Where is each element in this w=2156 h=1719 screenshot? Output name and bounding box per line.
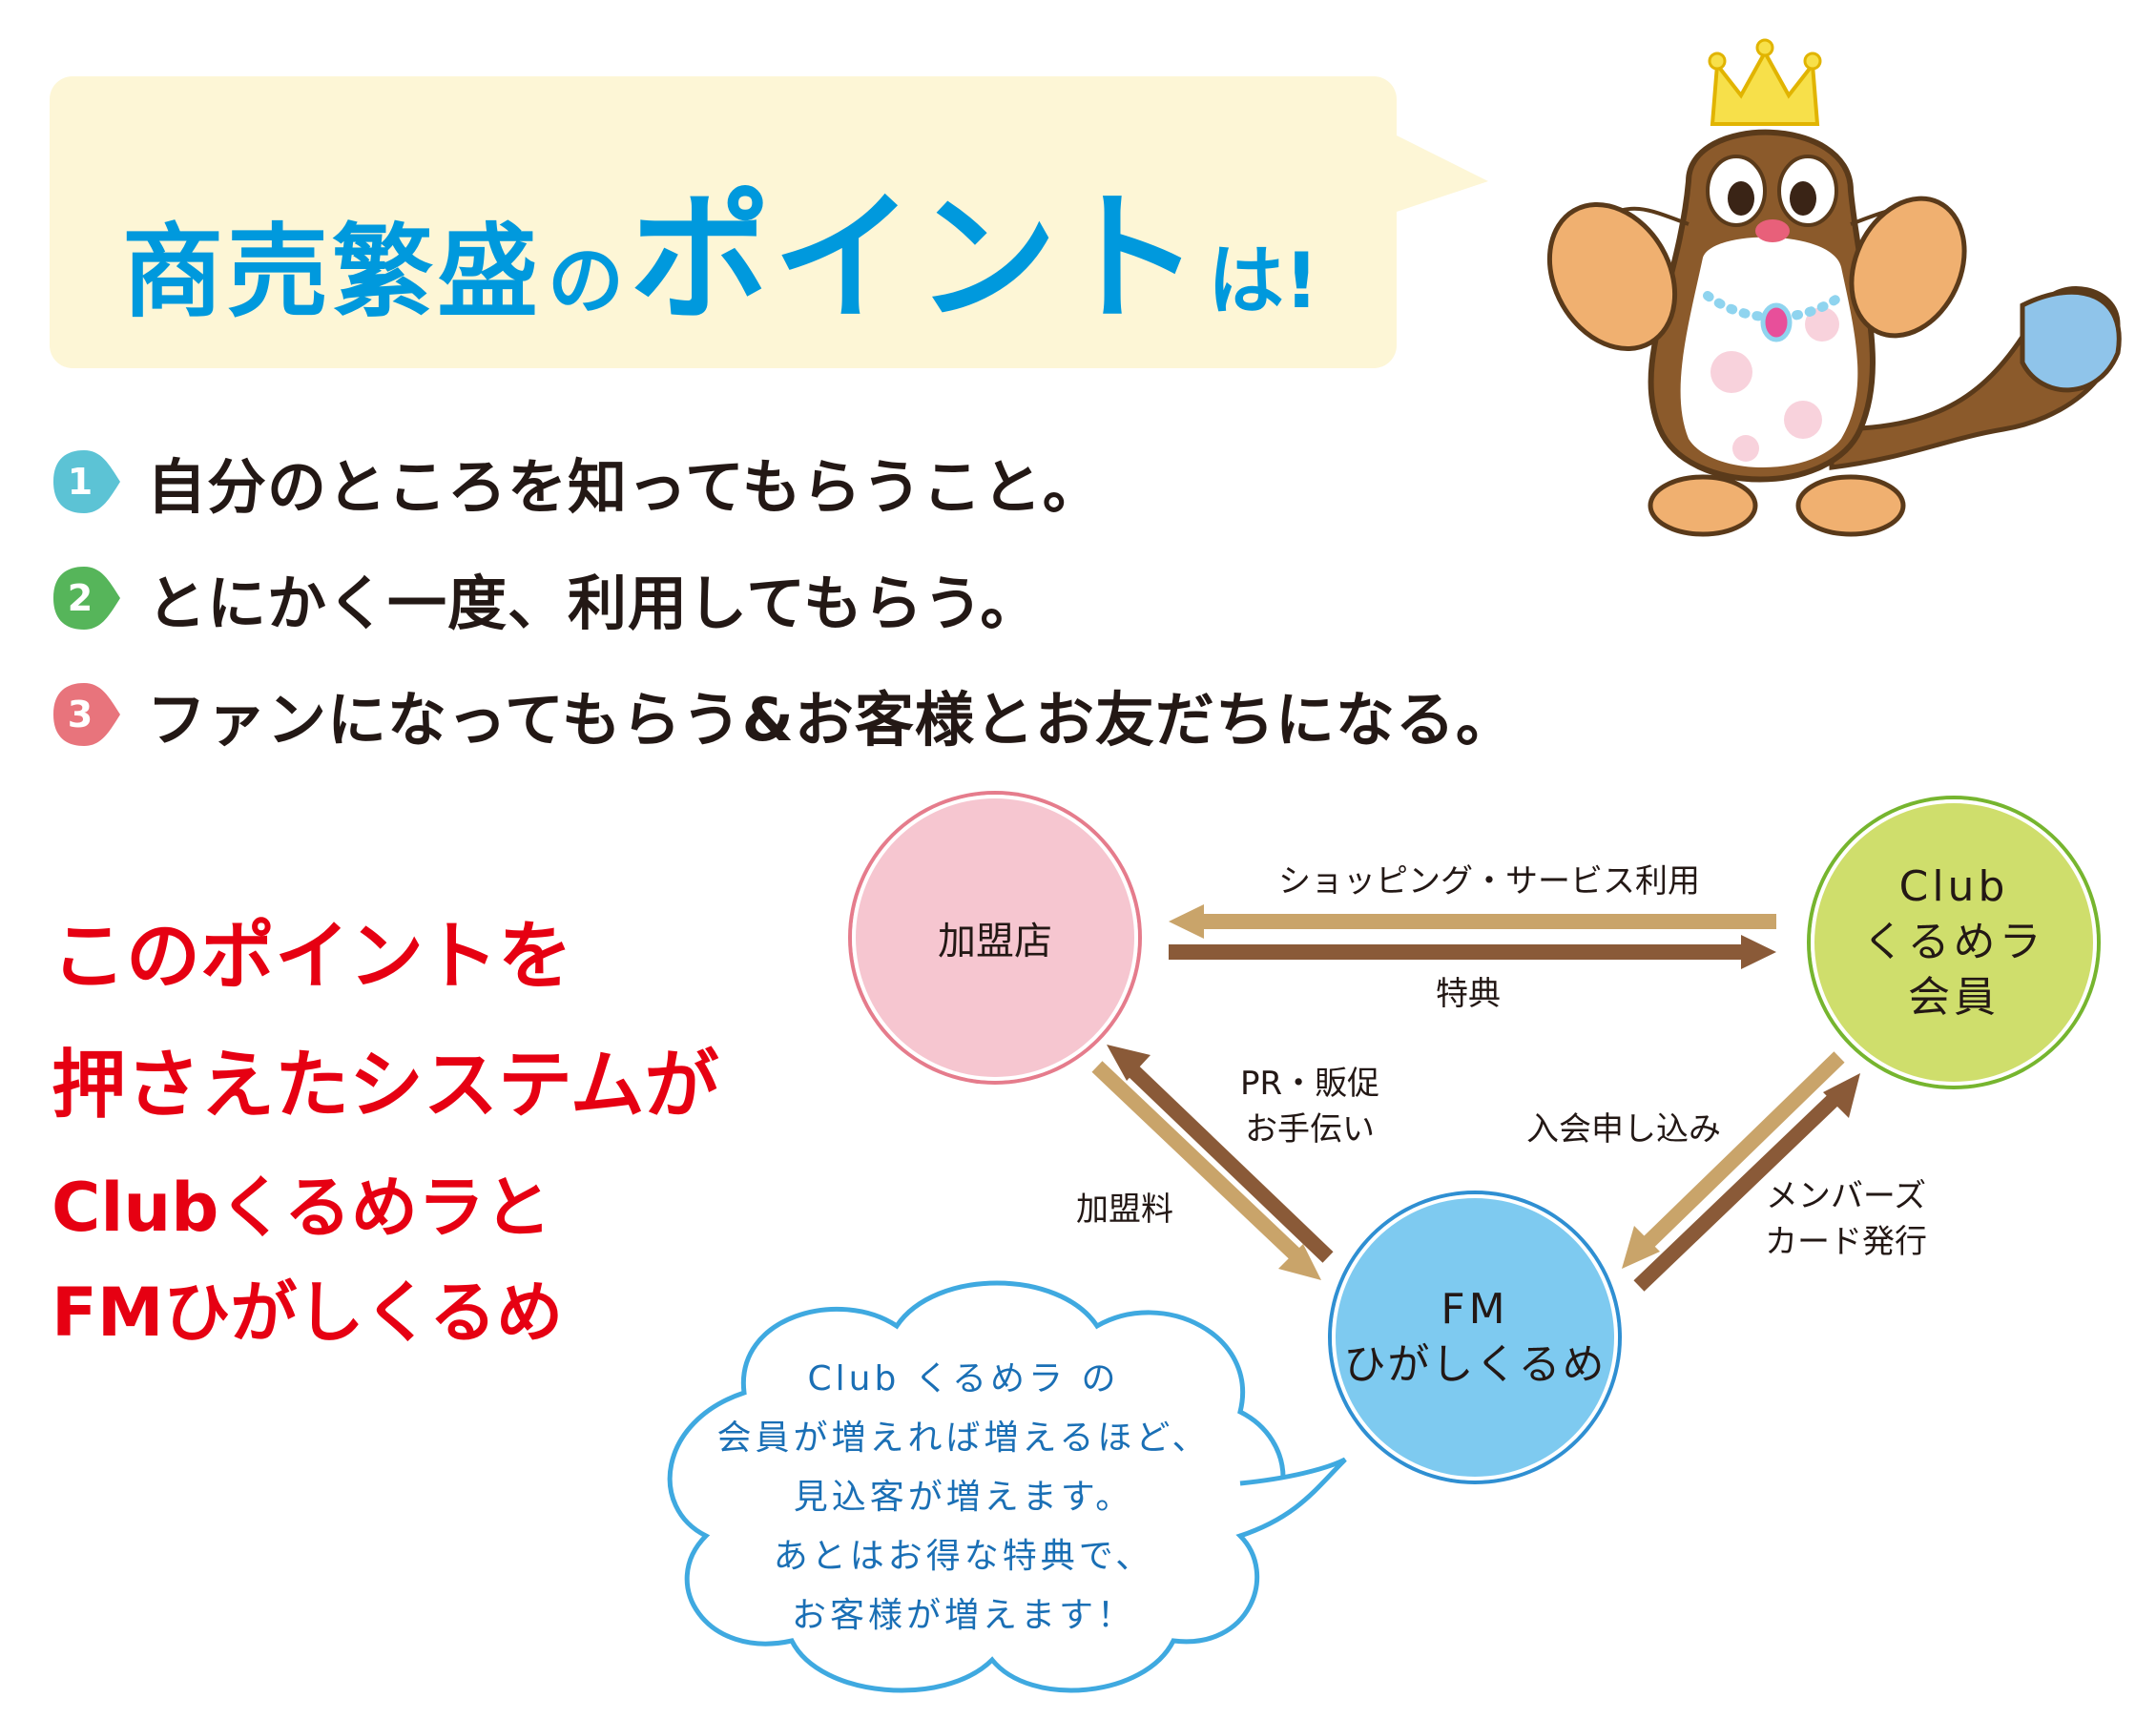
- mascot-illustration: [1546, 38, 2122, 537]
- label-card-line-1: メンバーズ: [1765, 1177, 1927, 1215]
- headline-part4: は!: [1208, 237, 1319, 325]
- point-text: ファンになってもらう&お客様とお友だちになる。: [147, 685, 1516, 755]
- node-fm-line-2: ひがしくるめ: [1343, 1340, 1607, 1389]
- label-pr-line-1: PR・販促: [1240, 1065, 1380, 1103]
- label-benefit: 特典: [1436, 975, 1501, 1013]
- label-pr: PR・販促 お手伝い: [1240, 1061, 1379, 1152]
- node-fm-station: FM ひがしくるめ: [1332, 1194, 1618, 1481]
- point-item-3: 3 ファンになってもらう&お客様とお友だちになる。: [48, 672, 1516, 757]
- cloud-line-2: 会員が増えれば増えるほど、: [716, 1419, 1211, 1458]
- number-badge-label: 3: [67, 694, 93, 735]
- label-card-line-2: カード発行: [1765, 1223, 1927, 1261]
- cloud-line-3: 見込客が増えます。: [793, 1478, 1134, 1517]
- point-text: とにかく一度、利用してもらう。: [147, 569, 1041, 638]
- number-badge-label: 1: [67, 461, 93, 503]
- label-card: メンバーズ カード発行: [1765, 1173, 1927, 1265]
- statement-line-1: このポイントを: [52, 914, 573, 1000]
- number-badge-2: 2: [48, 561, 122, 635]
- cloud-line-5: お客様が増えます！: [791, 1596, 1135, 1635]
- cloud-line-4: あとはお得な特典で、: [773, 1537, 1154, 1576]
- headline-part1: 商売繁盛: [122, 214, 542, 331]
- cloud-line-1: Club くるめラ の: [807, 1359, 1120, 1398]
- headline-speech-bubble: [50, 76, 1397, 368]
- thought-cloud: [667, 1280, 1347, 1693]
- node-member-line-2: くるめラ: [1862, 918, 2045, 966]
- point-item-1: 1 自分のところを知ってもらうこと。: [48, 439, 1103, 525]
- point-item-2: 2 とにかく一度、利用してもらう。: [48, 555, 1040, 641]
- label-fee: 加盟料: [1076, 1191, 1173, 1229]
- number-badge-1: 1: [48, 445, 122, 519]
- node-member-store: 加盟店: [852, 795, 1138, 1081]
- label-pr-line-2: お手伝い: [1245, 1110, 1376, 1149]
- label-join: 入会申し込み: [1526, 1110, 1721, 1149]
- statement-line-2: 押さえたシステムが: [52, 1043, 719, 1129]
- node-club-member: Club くるめラ 会員: [1811, 799, 2097, 1086]
- number-badge-3: 3: [48, 677, 122, 752]
- point-text: 自分のところを知ってもらうこと。: [147, 452, 1103, 522]
- node-store-label: 加盟店: [938, 920, 1052, 963]
- arrow-benefit: [1169, 935, 1776, 969]
- node-fm-line-1: FM: [1441, 1285, 1509, 1334]
- node-member-line-1: Club: [1898, 862, 2009, 911]
- headline-part3: ポイント: [630, 176, 1202, 341]
- label-shopping: ショッピング・サービス利用: [1278, 862, 1700, 901]
- cloud-text: Club くるめラ の 会員が増えれば増えるほど、 見込客が増えます。 あとはお…: [658, 1350, 1269, 1646]
- statement-line-3: Clubくるめラと: [52, 1169, 551, 1247]
- arrow-shopping: [1169, 904, 1776, 939]
- number-badge-label: 2: [67, 577, 93, 619]
- speech-bubble-tail: [1374, 124, 1488, 219]
- headline: 商売繁盛 の ポイント は!: [122, 143, 1318, 341]
- node-member-line-3: 会員: [1908, 973, 2000, 1022]
- headline-part2: の: [548, 237, 624, 325]
- statement-line-4: FMひがしくるめ: [52, 1274, 564, 1352]
